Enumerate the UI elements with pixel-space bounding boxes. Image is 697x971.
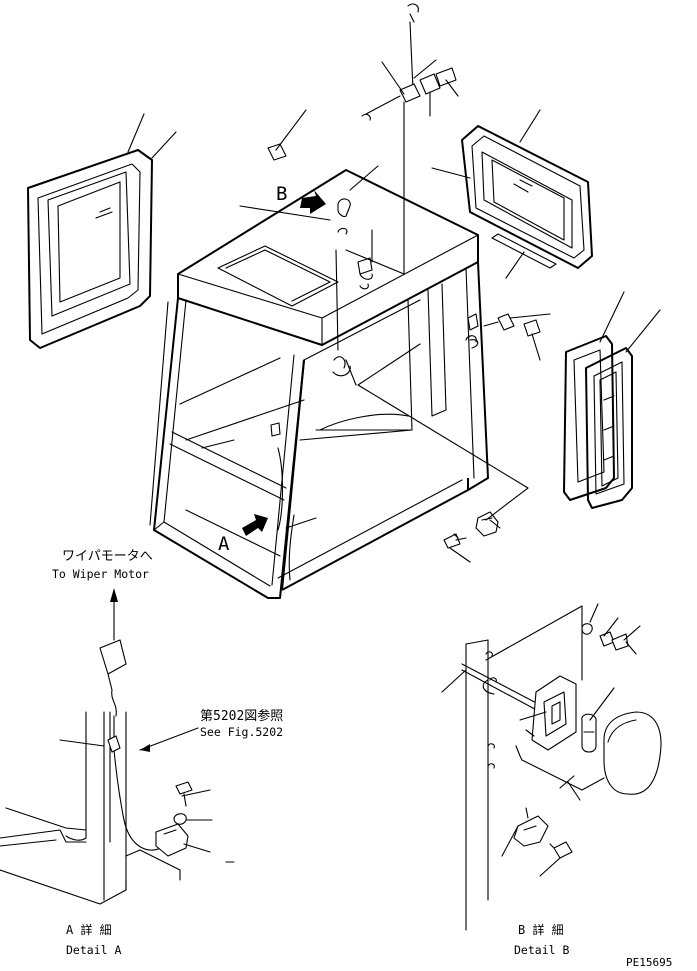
detail-a-jp-label: A 詳 細 bbox=[66, 922, 112, 937]
view-marker-a: A bbox=[218, 514, 268, 555]
detail-a-en-label: Detail A bbox=[66, 943, 121, 957]
detail-b-en-label: Detail B bbox=[514, 943, 569, 957]
front-window-left bbox=[27, 149, 153, 349]
detail-b bbox=[441, 603, 662, 931]
fig-ref-en-label: See Fig.5202 bbox=[200, 725, 283, 739]
view-marker-b: B bbox=[276, 183, 326, 214]
floor-parts bbox=[443, 511, 499, 549]
wiper-en-label: To Wiper Motor bbox=[52, 567, 149, 581]
fig-ref-jp-label: 第5202図参照 bbox=[200, 708, 283, 724]
view-a-label: A bbox=[218, 533, 230, 555]
side-window-upper bbox=[461, 125, 593, 269]
cab-frame bbox=[149, 169, 489, 599]
drawing-number: PE15695 bbox=[626, 956, 672, 969]
view-b-label: B bbox=[276, 183, 287, 205]
side-window-lower bbox=[563, 335, 633, 509]
antenna bbox=[345, 3, 457, 275]
leader-lines bbox=[127, 59, 661, 563]
roof-parts bbox=[267, 143, 351, 235]
detail-a bbox=[0, 588, 235, 905]
wiper-jp-label: ワイパモータへ bbox=[62, 549, 153, 564]
detail-b-jp-label: B 詳 細 bbox=[518, 922, 564, 937]
